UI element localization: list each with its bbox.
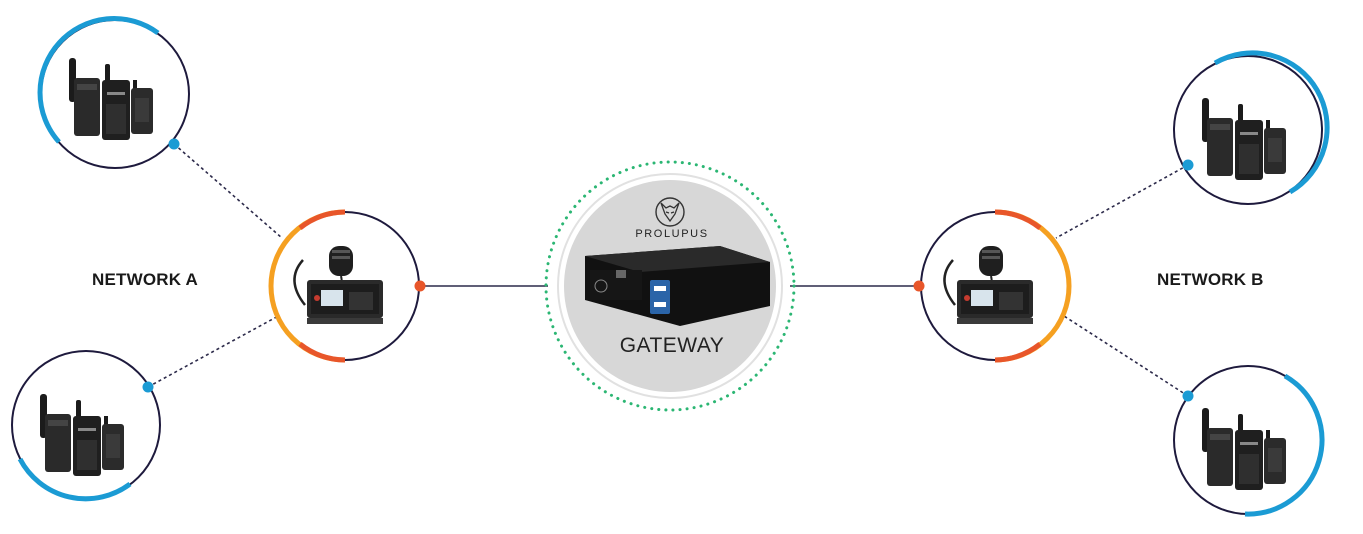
handheld-radio-node-b-top [1173, 50, 1330, 205]
network-b-label: NETWORK B [1157, 270, 1264, 289]
gateway-label: GATEWAY [619, 334, 725, 357]
mobile-radio-node-b [913, 209, 1072, 363]
handheld-radio-node-b-bottom [1173, 365, 1325, 517]
handheld-radio-node-a-bottom [11, 350, 161, 502]
network-a-label: NETWORK A [92, 270, 198, 289]
mobile-radio-node-a [268, 209, 426, 363]
gateway-box-icon [585, 246, 770, 326]
gateway-brand-text: PROLUPUS [635, 228, 709, 240]
connector-lines [147, 143, 1189, 397]
handheld-radio-node-a-top [37, 16, 190, 169]
gateway-node [544, 160, 796, 412]
